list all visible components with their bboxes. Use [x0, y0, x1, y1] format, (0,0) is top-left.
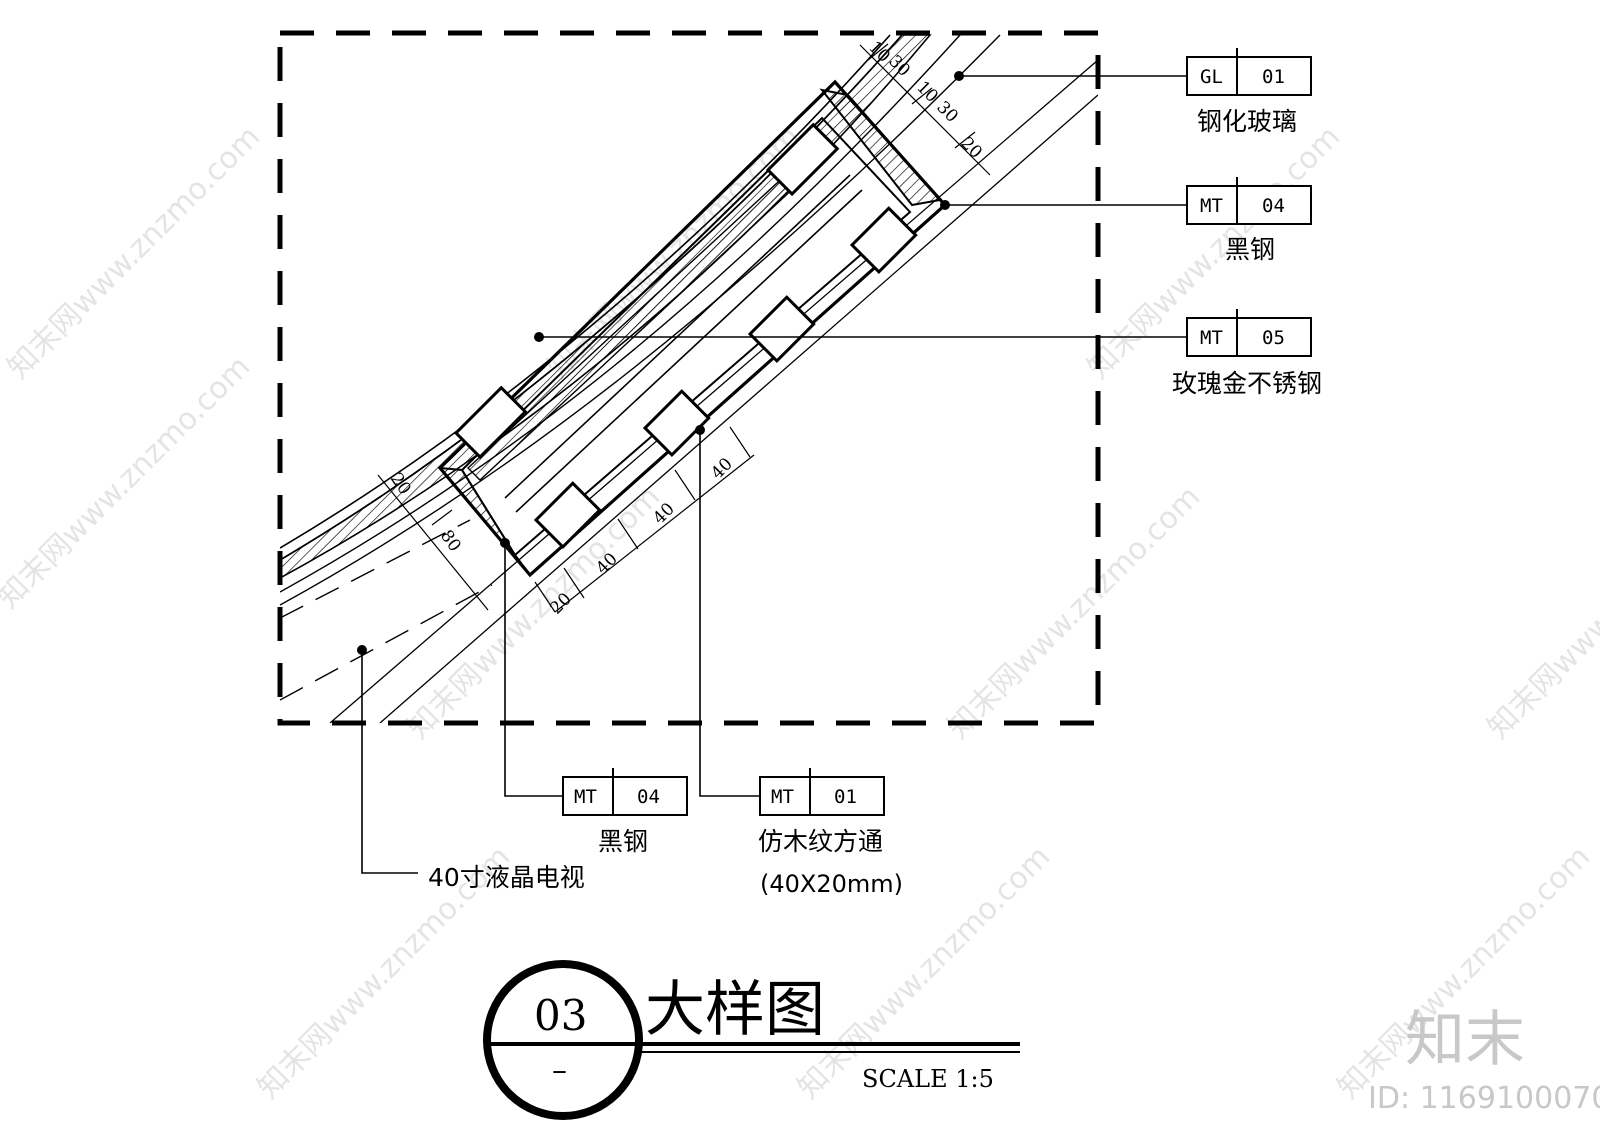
square-tube [642, 389, 711, 457]
square-tube [765, 122, 840, 197]
scale-label: SCALE 1:5 [862, 1065, 994, 1093]
outer-edge-line [280, 34, 903, 561]
tag-description: 黑钢 [1225, 235, 1275, 264]
material-tag-mt-04: MT 04 黑钢 [1186, 177, 1312, 264]
watermark-text: 知末网www.znzmo.com [0, 349, 257, 615]
watermark-text: 知末网www.znzmo.com [1481, 479, 1600, 745]
watermark-id: ID: 1169100070 [1368, 1081, 1600, 1116]
dimension-chain-left [377, 474, 489, 611]
tv-outline [280, 519, 471, 619]
tag-description-size: (40X20mm) [760, 870, 903, 898]
watermark-text: 知末网www.znzmo.com [1, 119, 267, 385]
hatched-end-cap [437, 466, 531, 576]
detail-title: 大样图 [645, 975, 825, 1045]
leader-lines [361, 75, 1187, 874]
tag-number: 01 [834, 786, 857, 808]
section-geometry [280, 34, 1098, 723]
dim-label: 20 [956, 133, 985, 162]
tag-number: 01 [1262, 66, 1285, 88]
tv-outline [280, 584, 493, 701]
tag-number: 04 [637, 786, 660, 808]
material-tag-mt-04-lower: MT 04 黑钢 [562, 768, 688, 856]
tag-code: MT [771, 786, 794, 808]
tv-label: 40寸液晶电视 [428, 863, 585, 892]
detail-number: 03 [534, 991, 587, 1040]
dimension-chain-top [859, 43, 991, 176]
hatched-end-cap [819, 88, 942, 207]
tag-description: 黑钢 [598, 827, 648, 856]
glass-line [329, 59, 1098, 723]
square-tube [453, 385, 528, 460]
sheet-number: – [552, 1053, 567, 1088]
outer-edge-line [280, 34, 891, 549]
material-tag-gl-01: GL 01 钢化玻璃 [1186, 48, 1312, 136]
dim-label: 40 [707, 454, 736, 483]
tag-description: 钢化玻璃 [1197, 107, 1297, 136]
watermark-text: 知末网www.znzmo.com [941, 479, 1207, 745]
panel-line [280, 34, 961, 593]
tag-code: MT [1200, 327, 1223, 349]
dimension-chain-bottom [534, 426, 755, 613]
tag-number: 04 [1262, 195, 1285, 217]
title-block: 03 – 大样图 SCALE 1:5 [483, 960, 1020, 1120]
tag-code: MT [1200, 195, 1223, 217]
tag-description: 仿木纹方通 [758, 827, 883, 856]
watermark-layer: 知末网www.znzmo.com 知末网www.znzmo.com 知末网www… [0, 119, 1600, 1105]
leader-dots [357, 71, 964, 655]
square-tube [747, 295, 816, 363]
glass-line [379, 94, 1098, 723]
detail-frame [277, 30, 1101, 726]
tag-description: 玫瑰金不锈钢 [1172, 369, 1322, 398]
material-tag-mt-05: MT 05 玫瑰金不锈钢 [1172, 309, 1322, 398]
square-tube [849, 206, 918, 274]
tag-code: GL [1200, 66, 1223, 88]
title-circle [483, 960, 643, 1120]
material-tag-mt-01: MT 01 仿木纹方通 (40X20mm) [758, 768, 903, 898]
tag-number: 05 [1262, 327, 1285, 349]
watermark-logo: 知末 [1405, 1005, 1525, 1075]
steel-frame-outer [437, 79, 948, 578]
square-tubes [453, 122, 918, 549]
square-tube [533, 481, 602, 549]
tag-code: MT [574, 786, 597, 808]
inner-rail [515, 189, 863, 513]
